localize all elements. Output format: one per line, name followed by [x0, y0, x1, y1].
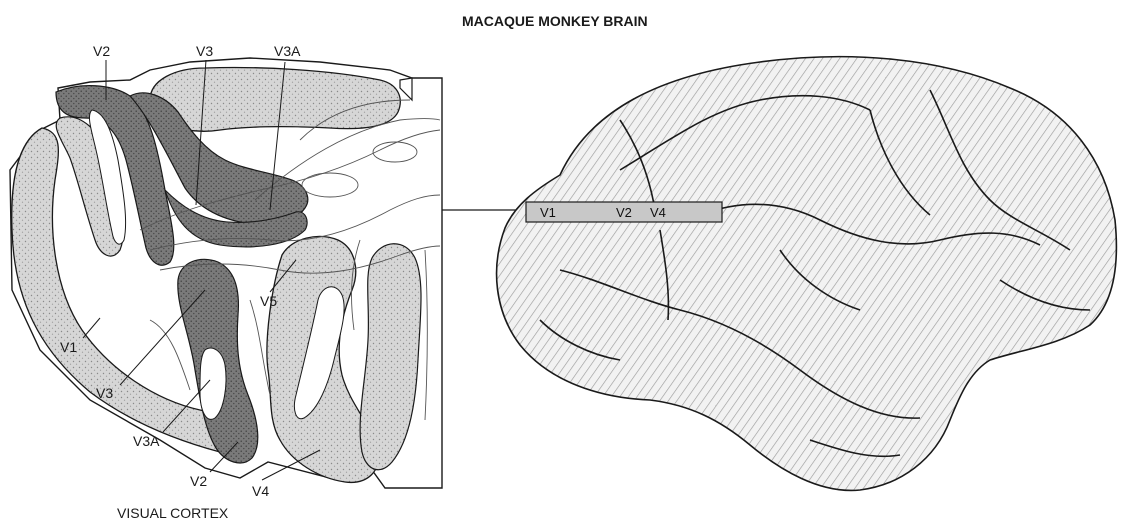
strip-label-v1: V1: [540, 205, 556, 220]
label-v2-low: V2: [190, 473, 207, 489]
cortex-strip: V1 V2 V4: [526, 202, 722, 222]
label-v3a-low: V3A: [133, 433, 160, 449]
brain-illustration: V1 V2 V4: [497, 57, 1117, 491]
label-v3a-top: V3A: [274, 43, 301, 59]
label-v3-top: V3: [196, 43, 213, 59]
label-v3-mid: V3: [96, 385, 113, 401]
figure-title: MACAQUE MONKEY BRAIN: [462, 13, 648, 29]
brain-outline: [497, 57, 1117, 491]
strip-label-v4: V4: [650, 205, 666, 220]
top-gyrus: [150, 68, 400, 132]
label-v5: V5: [260, 293, 277, 309]
label-v2-top: V2: [93, 43, 110, 59]
label-v4: V4: [252, 483, 269, 499]
strip-label-v2: V2: [616, 205, 632, 220]
figure-caption: VISUAL CORTEX: [117, 505, 229, 521]
label-v1: V1: [60, 339, 77, 355]
cortex-section: [10, 58, 442, 488]
